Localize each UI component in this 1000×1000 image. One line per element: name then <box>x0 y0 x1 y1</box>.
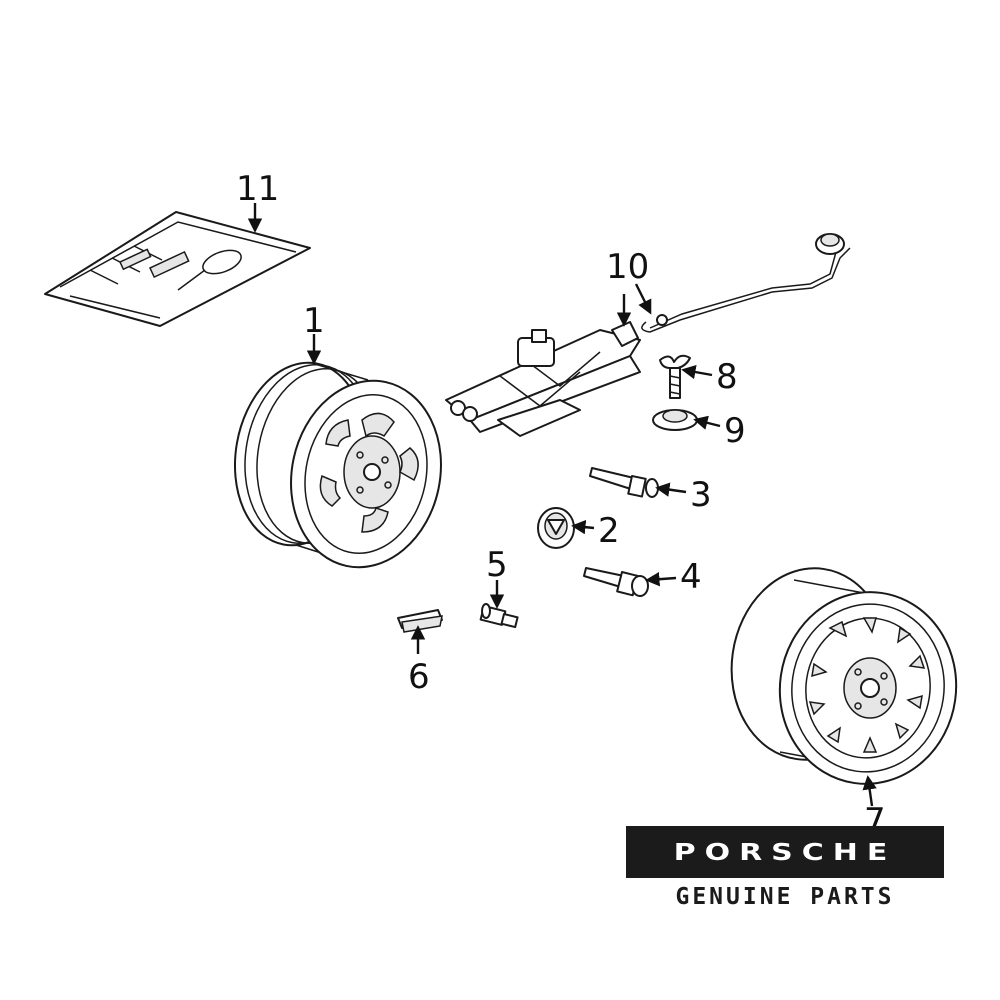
callout-9: 9 <box>724 411 746 451</box>
callout-5: 5 <box>486 545 508 585</box>
callout-1: 1 <box>303 301 325 341</box>
leader-8 <box>681 364 713 380</box>
callout-4: 4 <box>680 557 702 597</box>
callout-6: 6 <box>408 657 430 697</box>
part-road-wheel <box>233 361 442 569</box>
callout-11: 11 <box>236 169 279 209</box>
leader-2 <box>571 519 595 535</box>
brand-banner: PORSCHE <box>626 826 944 878</box>
leader-9 <box>693 415 721 430</box>
part-wheel-bolt <box>589 467 659 498</box>
part-valve-stem <box>479 603 519 629</box>
callout-3: 3 <box>690 475 712 515</box>
part-washer <box>652 409 698 431</box>
part-spare-wheel <box>730 567 958 785</box>
leader-3 <box>655 482 687 497</box>
leader-7 <box>862 775 877 807</box>
callout-8: 8 <box>716 357 738 397</box>
part-wing-bolt <box>659 354 691 399</box>
part-clip <box>397 609 443 633</box>
leader-10b <box>634 283 652 315</box>
callout-10: 10 <box>606 247 649 287</box>
leader-4 <box>645 571 677 587</box>
part-locking-bolt <box>583 567 649 597</box>
part-jack <box>445 321 641 437</box>
part-tool-kit <box>44 211 311 327</box>
part-jack-handle <box>641 233 851 333</box>
brand-wordmark: PORSCHE <box>673 838 897 866</box>
brand-tagline: GENUINE PARTS <box>675 884 895 910</box>
part-center-cap <box>537 507 575 549</box>
callout-2: 2 <box>598 511 620 551</box>
